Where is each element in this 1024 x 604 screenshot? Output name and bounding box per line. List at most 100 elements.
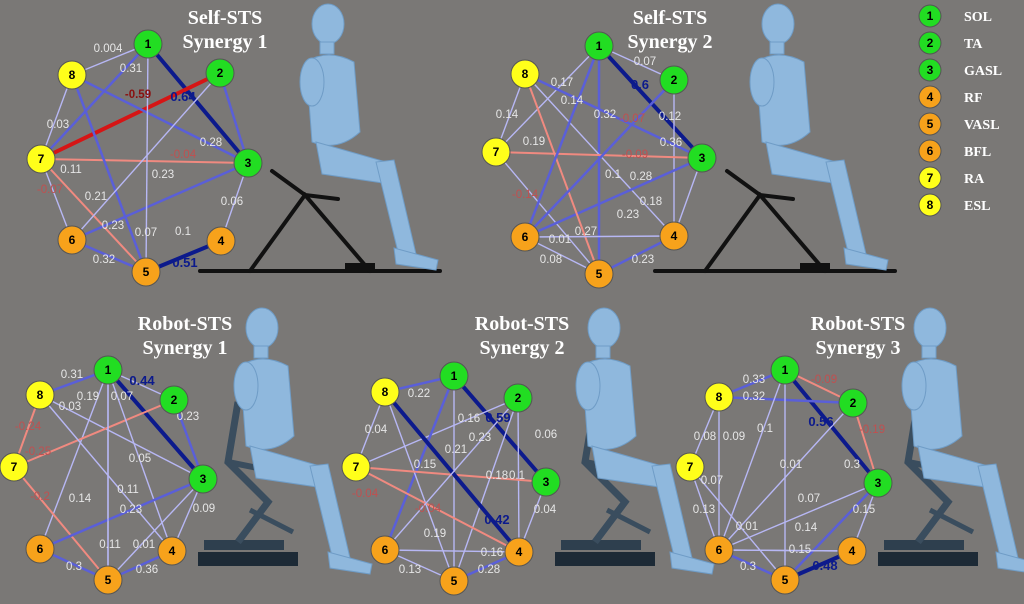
synergy-edge <box>40 74 73 160</box>
muscle-node-number: 1 <box>782 363 789 377</box>
synergy-edge <box>718 482 879 551</box>
synergy-edge <box>718 395 854 405</box>
edge-weight-label: 0.04 <box>365 424 388 436</box>
edge-weight-label: 0.08 <box>540 254 562 266</box>
edge-weight-label: 0.59 <box>485 410 510 425</box>
legend-number: 3 <box>927 63 934 77</box>
legend-label: ESL <box>964 199 990 214</box>
synergy-edge <box>40 71 221 161</box>
muscle-node-1: 1 <box>770 355 800 385</box>
edge-weight-label: 0.56 <box>808 414 833 429</box>
edge-weight-label: -0.14 <box>512 189 539 201</box>
muscle-node-number: 1 <box>105 363 112 377</box>
muscle-node-number: 2 <box>850 396 857 410</box>
edge-weight-label: 0.23 <box>177 411 199 423</box>
edge-weight-label: 0.13 <box>693 504 715 516</box>
synergy-edge <box>146 42 250 165</box>
edge-weight-label: 0.21 <box>85 191 107 203</box>
synergy-edge <box>524 72 703 160</box>
muscle-node-number: 3 <box>200 472 207 486</box>
synergy-edge <box>107 478 204 581</box>
edge-weight-label: 0.1 <box>175 226 191 238</box>
edge-weight-label: 0.23 <box>469 432 491 444</box>
muscle-node-number: 7 <box>353 460 360 474</box>
synergy-edge <box>71 73 249 165</box>
muscle-node-number: 1 <box>451 369 458 383</box>
synergy-edge <box>145 43 149 273</box>
muscle-node-number: 6 <box>37 542 44 556</box>
synergy-edge <box>355 397 519 468</box>
edge-weight-label: 0.18 <box>486 470 508 482</box>
muscle-node-3: 3 <box>233 148 263 178</box>
muscle-node-1: 1 <box>93 355 123 385</box>
edge-weight-label: 0.23 <box>632 254 654 266</box>
muscle-node-number: 8 <box>522 67 529 81</box>
muscle-node-number: 4 <box>671 229 678 243</box>
edge-weight-label: -0.2 <box>30 491 50 503</box>
muscle-node-5: 5 <box>93 565 123 595</box>
muscle-node-5: 5 <box>439 566 469 596</box>
edge-weight-label: 0.6 <box>631 77 649 92</box>
muscle-node-2: 2 <box>659 65 689 95</box>
panel-title-robot-2b: Synergy 2 <box>480 337 565 359</box>
synergy-edge <box>452 374 548 484</box>
mannequin-body <box>901 307 1024 573</box>
muscle-node-4: 4 <box>206 226 236 256</box>
edge-weight-label: 0.31 <box>61 369 83 381</box>
edge-weight-label: 0.01 <box>133 539 155 551</box>
muscle-node-7: 7 <box>341 452 371 482</box>
network-layer: 0.64-0.590.0040.310.03-0.040.280.230.110… <box>0 29 893 596</box>
muscle-node-3: 3 <box>687 143 717 173</box>
muscle-node-3: 3 <box>188 464 218 494</box>
synergy-network-1: 0.64-0.590.0040.310.03-0.040.280.230.110… <box>26 29 263 287</box>
edge-weight-label: 0.51 <box>172 255 197 270</box>
edge-weight-label: 0.32 <box>743 391 765 403</box>
muscle-node-number: 5 <box>782 573 789 587</box>
panel-title-robot-2a: Robot-STS <box>475 313 569 335</box>
muscle-node-4: 4 <box>837 536 867 566</box>
muscle-node-number: 6 <box>716 543 723 557</box>
muscle-node-1: 1 <box>133 29 163 59</box>
edge-weight-label: 0.16 <box>458 413 480 425</box>
edge-weight-label: 0.19 <box>424 528 446 540</box>
muscle-node-number: 2 <box>515 391 522 405</box>
synergy-edge <box>523 45 601 238</box>
edge-weight-label: -0.07 <box>37 184 63 196</box>
edge-weight-label: 0.06 <box>221 196 243 208</box>
synergy-edge <box>597 44 704 160</box>
panel-title-robot-3b: Synergy 3 <box>816 337 901 359</box>
synergy-edge <box>71 161 249 242</box>
muscle-node-4: 4 <box>157 536 187 566</box>
muscle-node-6: 6 <box>704 535 734 565</box>
legend-number: 7 <box>927 171 934 185</box>
muscle-node-number: 3 <box>245 156 252 170</box>
muscle-node-7: 7 <box>481 137 511 167</box>
muscle-node-1: 1 <box>439 361 469 391</box>
edge-weight-label: 0.3 <box>844 459 860 471</box>
synergy-edge <box>718 402 854 551</box>
edge-weight-label: 0.07 <box>135 227 157 239</box>
edge-weight-label: -0.09 <box>622 149 648 161</box>
muscle-node-number: 7 <box>11 460 18 474</box>
edge-weight-label: 0.14 <box>561 95 584 107</box>
muscle-node-number: 7 <box>687 460 694 474</box>
muscle-node-6: 6 <box>510 222 540 252</box>
synergy-edge <box>524 73 600 275</box>
panel-title-self-2a: Self-STS <box>633 7 707 29</box>
legend-number: 1 <box>927 9 934 23</box>
edge-weight-label: -0.04 <box>415 503 442 515</box>
muscle-node-6: 6 <box>25 534 55 564</box>
edge-weight-label: 0.07 <box>701 475 723 487</box>
synergy-edge <box>71 72 221 241</box>
synergy-edge <box>689 466 720 551</box>
muscle-node-number: 8 <box>382 385 389 399</box>
muscle-node-number: 2 <box>217 66 224 80</box>
synergy-edge <box>39 477 204 551</box>
muscle-node-number: 4 <box>516 545 523 559</box>
edge-weight-label: 0.1 <box>757 423 773 435</box>
